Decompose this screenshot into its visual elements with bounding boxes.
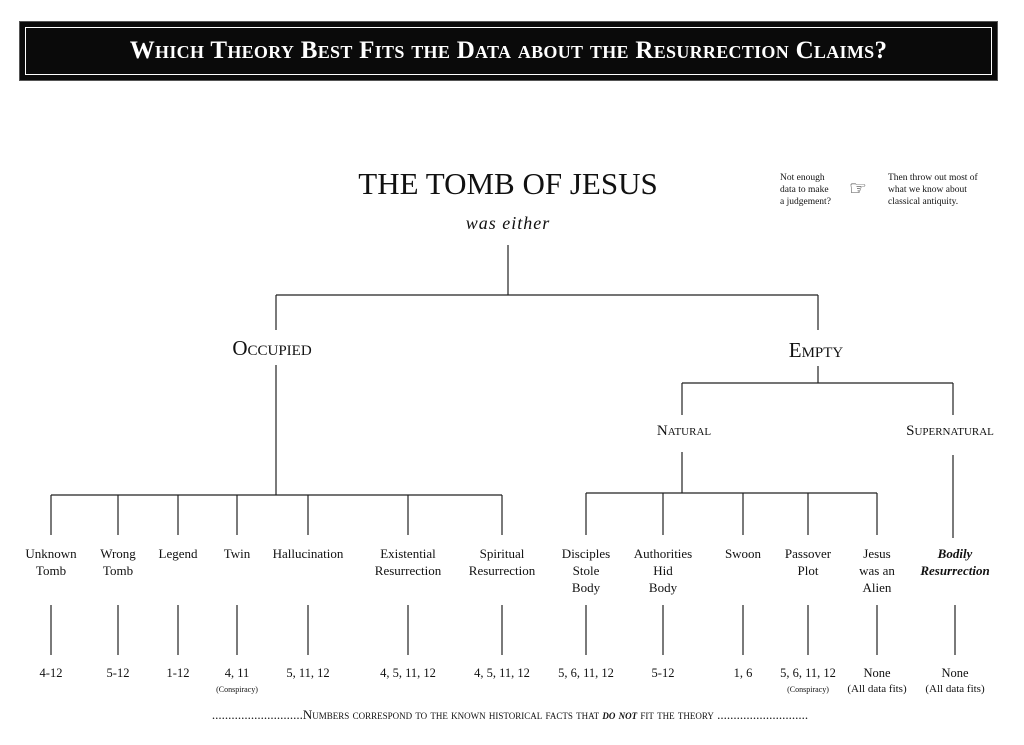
page-title: Which Theory Best Fits the Data about th… [129,37,888,64]
label-line: Bodily [937,546,973,561]
pointing-hand-icon: ☞ [849,178,867,200]
footer-text: Numbers correspond to the known historic… [302,707,603,722]
facts-value: 4, 5, 11, 12 [380,666,436,681]
label-line: Resurrection [374,563,442,578]
branch-supernatural: Supernatural [906,423,994,439]
label-line: Wrong [100,546,136,561]
note-line: what we know about [888,185,967,195]
facts-numbers: 4, 5, 11, 12 [380,666,436,680]
facts-value: 4, 5, 11, 12 [474,666,530,681]
footer-text: fit the theory [637,707,718,722]
label-line: Hid [653,563,673,578]
facts-numbers: 5-12 [651,666,675,680]
label-line: Resurrection [468,563,536,578]
label-line: Twin [223,546,251,561]
facts-value: 4-12 [40,666,63,681]
facts-numbers: None [863,666,891,680]
label-line: Spiritual [479,546,525,561]
label-line: Tomb [35,563,67,578]
label-line: Body [571,580,601,595]
theory-label: Jesus was an Alien [859,545,895,596]
branch-natural: Natural [656,423,712,439]
label-line: Resurrection [920,563,990,578]
note-line: Not enough [780,173,825,183]
label-line: Passover [784,546,832,561]
facts-value: 4, 11 (Conspiracy) [216,666,258,694]
note-answer: Then throw out most of what we know abou… [888,172,978,208]
footer-note: ............................Numbers corr… [212,707,808,723]
facts-numbers: 1, 6 [733,666,753,680]
note-line: Then throw out most of [888,173,978,183]
facts-note: (Conspiracy) [787,685,829,694]
facts-value: 5, 6, 11, 12 (Conspiracy) [780,666,836,694]
facts-value: 1-12 [167,666,190,681]
note-line: data to make [780,185,829,195]
dots: ............................ [717,707,809,722]
branch-occupied: Occupied [232,336,312,360]
label-line: Plot [797,563,819,578]
theory-label: Hallucination [273,545,344,562]
title-banner: Which Theory Best Fits the Data about th… [19,21,998,81]
note-line: classical antiquity. [888,197,959,207]
note-question: Not enough data to make a judgement? [780,172,831,208]
label-line: Legend [158,546,198,561]
facts-numbers: None [941,666,969,680]
facts-numbers: 4-12 [39,666,63,680]
note-line: a judgement? [780,197,831,207]
facts-numbers: 5, 11, 12 [286,666,330,680]
label-line: Existential [380,546,436,561]
facts-numbers: 4, 5, 11, 12 [474,666,530,680]
label-line: Authorities [633,546,693,561]
facts-value: None (All data fits) [925,666,984,695]
theory-label: Swoon [725,545,761,562]
dots: ............................ [211,707,303,722]
label-line: Hallucination [272,546,344,561]
facts-numbers: 5-12 [106,666,130,680]
facts-value: 5, 6, 11, 12 [558,666,614,681]
facts-note: (All data fits) [847,683,907,695]
root-subtitle: was either [465,213,551,233]
facts-value: 5-12 [107,666,130,681]
facts-value: 1, 6 [734,666,753,681]
label-line: Unknown [25,546,77,561]
facts-numbers: 5, 6, 11, 12 [780,666,836,680]
footer-emphasis: do not [602,707,638,722]
theory-label: Twin [224,545,251,562]
facts-note: (Conspiracy) [216,685,258,694]
label-line: Body [648,580,678,595]
facts-numbers: 4, 11 [224,666,250,680]
label-line: Jesus [863,546,891,561]
theory-label: Legend [159,545,198,562]
branch-empty: Empty [788,338,844,362]
label-line: Disciples [561,546,611,561]
facts-note: (All data fits) [925,683,985,695]
facts-value: 5-12 [652,666,675,681]
facts-value: None (All data fits) [847,666,906,695]
label-line: Alien [862,580,892,595]
facts-numbers: 5, 6, 11, 12 [558,666,614,680]
label-line: was an [859,563,895,578]
label-line: Stole [572,563,600,578]
label-line: Tomb [102,563,134,578]
facts-numbers: 1-12 [166,666,190,680]
facts-value: 5, 11, 12 [286,666,329,681]
label-line: Swoon [724,546,762,561]
root-title: THE TOMB OF JESUS [358,166,658,201]
